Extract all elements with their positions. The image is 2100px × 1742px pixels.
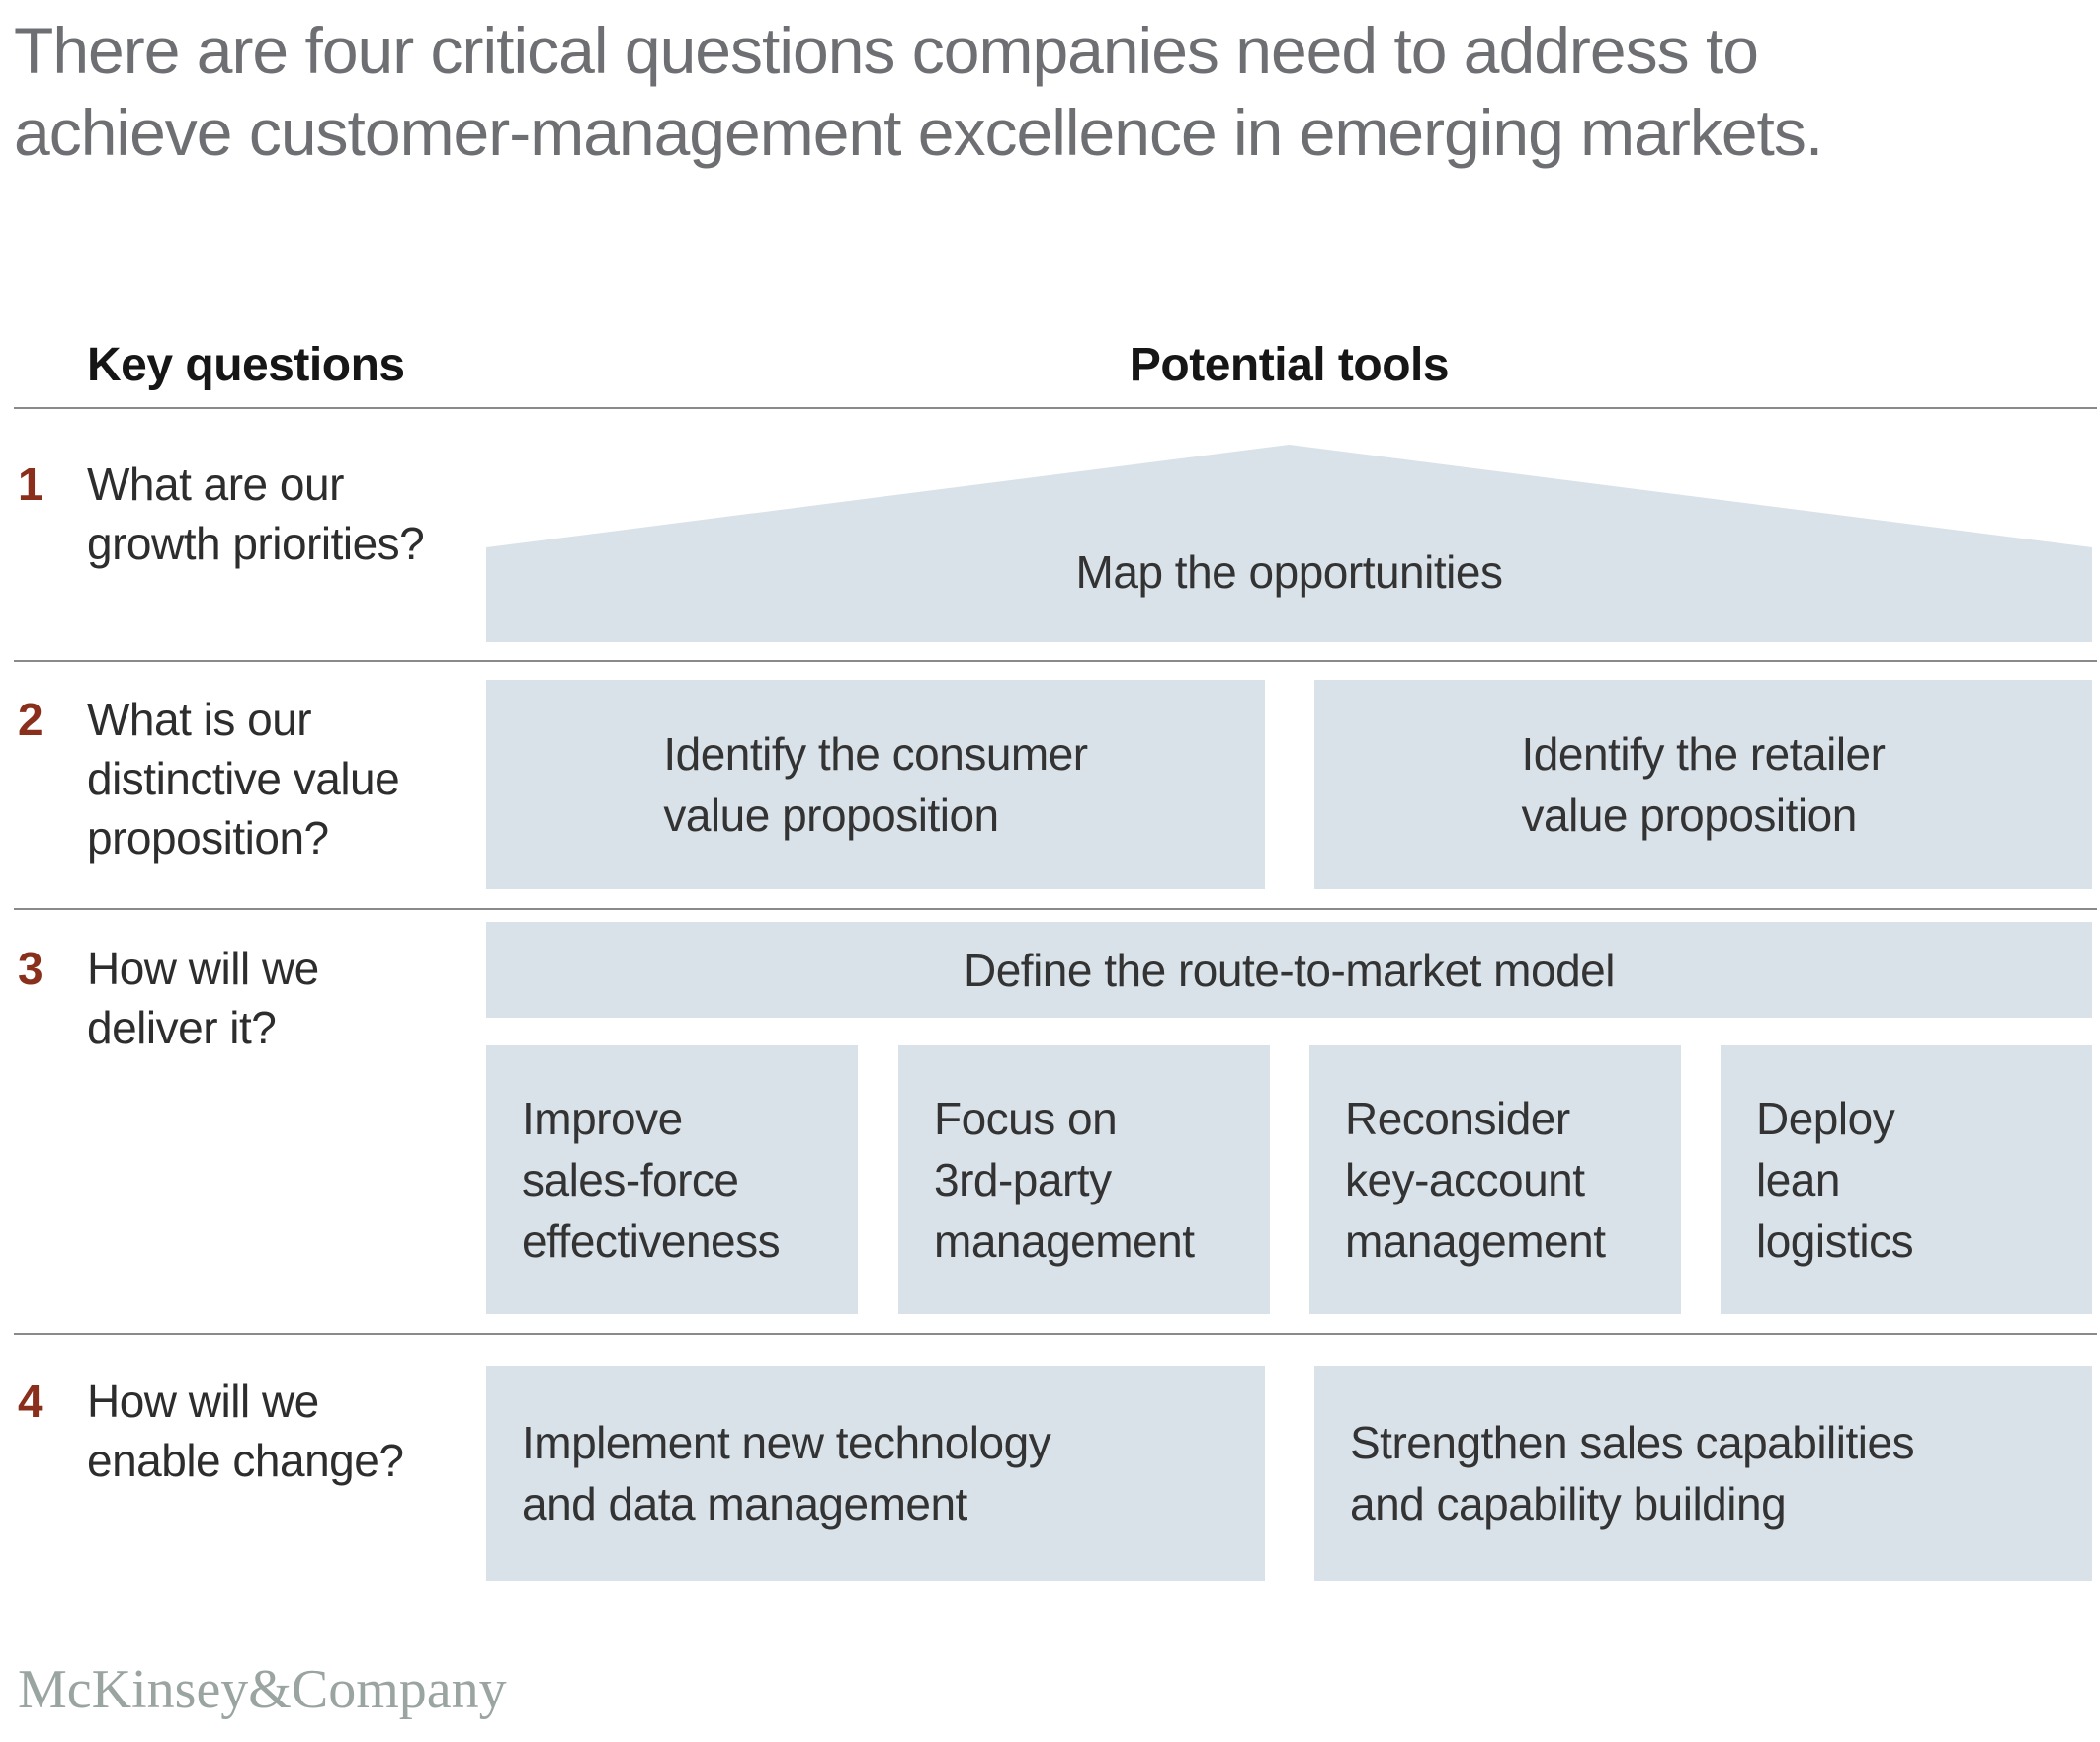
row-number-1: 1 <box>18 458 43 510</box>
row-number-2: 2 <box>18 694 43 745</box>
tool-box-label: Focus on 3rd-party management <box>934 1093 1195 1267</box>
tool-box-label: Improve sales-force effectiveness <box>522 1093 781 1267</box>
tool-box-retailer-value-proposition: Identify the retailer value proposition <box>1314 680 2092 889</box>
question-3: How will we deliver it? <box>87 943 319 1053</box>
tool-box-label: Map the opportunities <box>1075 546 1503 598</box>
header-divider <box>14 407 2097 409</box>
tool-box-route-to-market: Define the route-to-market model <box>486 922 2092 1018</box>
tool-box-sales-force-effectiveness: Improve sales-force effectiveness <box>486 1045 858 1314</box>
row-number-4: 4 <box>18 1375 43 1427</box>
tool-box-3rd-party-management: Focus on 3rd-party management <box>898 1045 1270 1314</box>
tool-box-technology-data-management: Implement new technology and data manage… <box>486 1366 1265 1581</box>
question-4: How will we enable change? <box>87 1375 404 1486</box>
tool-box-label: Define the route-to-market model <box>964 944 1615 996</box>
tool-box-label: Implement new technology and data manage… <box>522 1417 1051 1530</box>
tool-box-lean-logistics: Deploy lean logistics <box>1721 1045 2092 1314</box>
question-2: What is our distinctive value propositio… <box>87 694 400 864</box>
row-divider-1 <box>14 660 2097 662</box>
tool-box-label: Strengthen sales capabilities and capabi… <box>1350 1417 1915 1530</box>
question-1: What are our growth priorities? <box>87 458 425 569</box>
tool-box-label: Identify the retailer value proposition <box>1521 728 1886 841</box>
page-title: There are four critical questions compan… <box>14 14 1823 169</box>
tool-box-sales-capabilities: Strengthen sales capabilities and capabi… <box>1314 1366 2092 1581</box>
tool-box-key-account-management: Reconsider key-account management <box>1309 1045 1681 1314</box>
tool-box-label: Deploy lean logistics <box>1756 1093 1914 1267</box>
mckinsey-logo: McKinsey&Company <box>18 1659 507 1720</box>
tool-box-label: Reconsider key-account management <box>1345 1093 1606 1267</box>
tool-box-label: Identify the consumer value proposition <box>663 728 1088 841</box>
tool-box-consumer-value-proposition: Identify the consumer value proposition <box>486 680 1265 889</box>
column-header-potential-tools: Potential tools <box>1129 339 1450 391</box>
tool-pennant-map-opportunities: Map the opportunities <box>486 445 2092 642</box>
row-divider-3 <box>14 1333 2097 1335</box>
row-number-3: 3 <box>18 943 43 994</box>
column-header-key-questions: Key questions <box>87 339 405 391</box>
row-divider-2 <box>14 908 2097 910</box>
